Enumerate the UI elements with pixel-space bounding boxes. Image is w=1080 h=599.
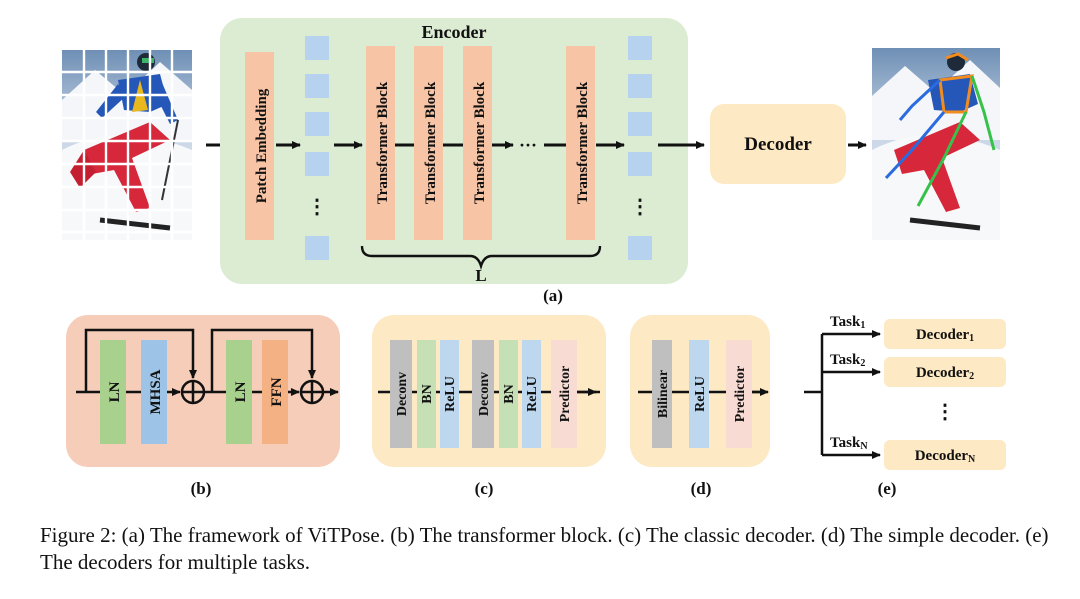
- encoder-box: [220, 18, 688, 284]
- transformer-block-3-label: Transformer Block: [472, 81, 488, 204]
- residual-add-2: [299, 379, 325, 405]
- output-pose-image: [872, 48, 1000, 240]
- decoder-n-box: [884, 440, 1006, 470]
- token-dots-1: ⋮: [307, 196, 327, 218]
- decoder-1-label: Decoder1: [916, 327, 974, 344]
- transformer-block-2-label: Transformer Block: [423, 81, 439, 204]
- token-column-2: [628, 36, 652, 260]
- token-dots-2: ⋮: [630, 196, 650, 218]
- predictor-block-c: [551, 340, 577, 448]
- skip-connection-2: [210, 328, 316, 392]
- relu-block-1: [440, 340, 459, 448]
- decoder-dots: ⋮: [935, 401, 955, 423]
- panel-a-label: (a): [543, 286, 563, 305]
- multitask-tree: [804, 330, 881, 459]
- bn-block-1: [417, 340, 436, 448]
- relu-label-2: ReLU: [525, 376, 540, 412]
- decoder-label: Decoder: [744, 134, 812, 155]
- layers-brace: [360, 245, 602, 271]
- deconv-label-2: Deconv: [477, 372, 492, 416]
- decoder-2-label: Decoder2: [916, 365, 974, 382]
- panel-b-label: (b): [191, 479, 212, 498]
- bn-label-1: BN: [420, 384, 435, 403]
- deconv-block-1: [390, 340, 412, 448]
- mhsa-label: MHSA: [148, 369, 164, 414]
- transformer-block-L: [566, 46, 595, 240]
- vitpose-framework-diagram: Encoder Patch Embedding ⋮ Transformer Bl…: [62, 18, 1006, 498]
- decoder-1-box: [884, 319, 1006, 349]
- patch-embedding-label: Patch Embedding: [254, 88, 270, 203]
- skip-connection-1: [84, 328, 197, 392]
- transformer-block-L-label: Transformer Block: [575, 81, 591, 204]
- input-image: [62, 50, 192, 240]
- relu-block-d: [689, 340, 709, 448]
- predictor-label-d: Predictor: [733, 366, 748, 423]
- blocks-ellipsis: ···: [519, 135, 537, 155]
- ffn-block: [262, 340, 288, 444]
- ffn-label: FFN: [269, 377, 285, 406]
- token-column-1: [305, 36, 329, 260]
- encoder-title: Encoder: [422, 22, 487, 42]
- transformer-block-3: [463, 46, 492, 240]
- deconv-block-2: [472, 340, 494, 448]
- num-layers-label: L: [475, 266, 486, 285]
- decoder-2-box: [884, 357, 1006, 387]
- ln-block-2: [226, 340, 252, 444]
- residual-add-1: [180, 379, 206, 405]
- bilinear-block: [652, 340, 672, 448]
- bilinear-label: Bilinear: [656, 370, 671, 418]
- deconv-label-1: Deconv: [395, 372, 410, 416]
- patch-embedding-block: [245, 52, 274, 240]
- decoder-box: [710, 104, 846, 184]
- ln-label-2: LN: [233, 381, 249, 402]
- panel-c-label: (c): [475, 479, 494, 498]
- mhsa-block: [141, 340, 167, 444]
- bn-block-2: [499, 340, 518, 448]
- transformer-block-2: [414, 46, 443, 240]
- figure-caption: Figure 2: (a) The framework of ViTPose. …: [40, 523, 1049, 574]
- task-2-label: Task2: [830, 352, 865, 369]
- decoder-n-label: DecoderN: [915, 448, 976, 465]
- relu-block-2: [522, 340, 541, 448]
- predictor-block-d: [726, 340, 752, 448]
- task-n-label: TaskN: [830, 435, 868, 452]
- bn-label-2: BN: [502, 384, 517, 403]
- transformer-block-1: [366, 46, 395, 240]
- relu-label-d: ReLU: [693, 376, 708, 412]
- panel-d-label: (d): [691, 479, 712, 498]
- relu-label-1: ReLU: [443, 376, 458, 412]
- panel-e-label: (e): [878, 479, 897, 498]
- transformer-block-1-label: Transformer Block: [375, 81, 391, 204]
- predictor-label-c: Predictor: [558, 366, 573, 423]
- ln-block-1: [100, 340, 126, 444]
- ln-label-1: LN: [107, 381, 123, 402]
- task-1-label: Task1: [830, 314, 865, 331]
